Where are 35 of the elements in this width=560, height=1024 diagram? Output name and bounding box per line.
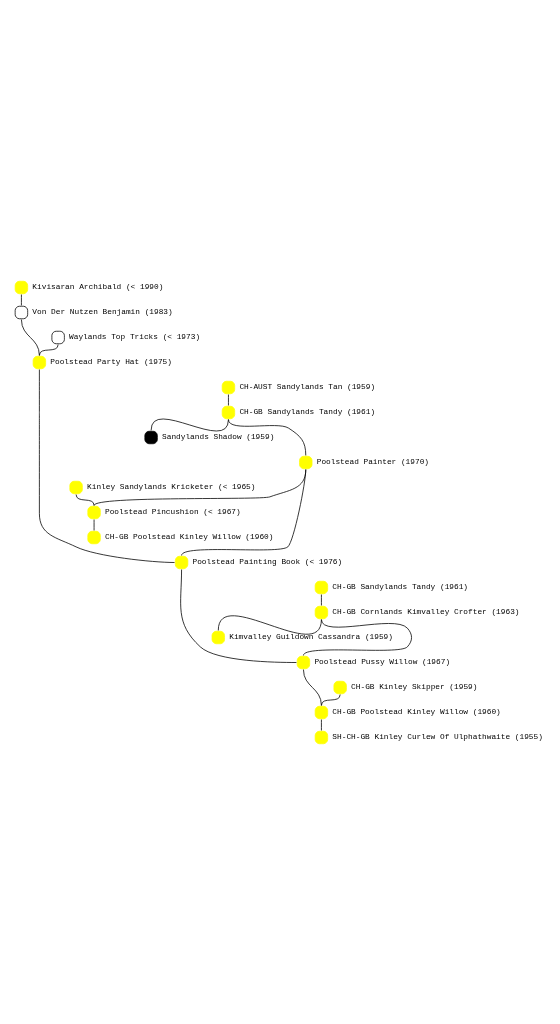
- connector: [228, 393, 229, 406]
- node-label: CH-GB Cornlands Kimvalley Crofter (1963): [332, 606, 520, 616]
- connector: [217, 614, 322, 635]
- connector: [75, 493, 95, 506]
- node-label: Waylands Top Tricks (< 1973): [69, 331, 201, 341]
- connector: [39, 343, 59, 356]
- node-label: CH-GB Poolstead Kinley Willow (1960): [332, 706, 501, 716]
- node-label: Kimvalley Guildown Cassandra (1959): [229, 631, 393, 641]
- node-label: Kinley Sandylands Kricketer (< 1965): [87, 481, 256, 491]
- connector: [228, 418, 307, 456]
- node-label: CH-GB Kinley Skipper (1959): [351, 681, 478, 691]
- connector: [321, 593, 322, 606]
- connector: [321, 693, 341, 706]
- connector: [303, 618, 412, 656]
- node-label: Von Der Nutzen Benjamin (1983): [32, 306, 173, 316]
- node-label: CH-AUST Sandylands Tan (1959): [239, 381, 376, 391]
- node-label: SH-CH-GB Kinley Curlew Of Ulphathwaite (1955): [332, 731, 543, 741]
- connector: [181, 468, 307, 556]
- node-label: Kivisaran Archibald (< 1990): [32, 281, 164, 291]
- node-label: Poolstead Painter (1970): [316, 456, 430, 466]
- connector: [303, 668, 322, 706]
- node-label: CH-GB Poolstead Kinley Willow (1960): [105, 531, 274, 541]
- connector: [21, 318, 40, 356]
- connector: [150, 418, 229, 431]
- node-label: CH-GB Sandylands Tandy (1961): [332, 581, 469, 591]
- node-label: Sandylands Shadow (1959): [162, 431, 275, 441]
- connector: [321, 718, 322, 731]
- node-label: Poolstead Pincushion (< 1967): [105, 506, 241, 516]
- node-label: Poolstead Party Hat (1975): [50, 356, 172, 366]
- node-label: Poolstead Painting Book (< 1976): [192, 556, 343, 566]
- connector: [180, 568, 297, 663]
- connector: [21, 293, 22, 306]
- connector: [39, 368, 175, 563]
- node-label: Poolstead Pussy Willow (1967): [314, 656, 451, 666]
- node-label: CH-GB Sandylands Tandy (1961): [239, 406, 376, 416]
